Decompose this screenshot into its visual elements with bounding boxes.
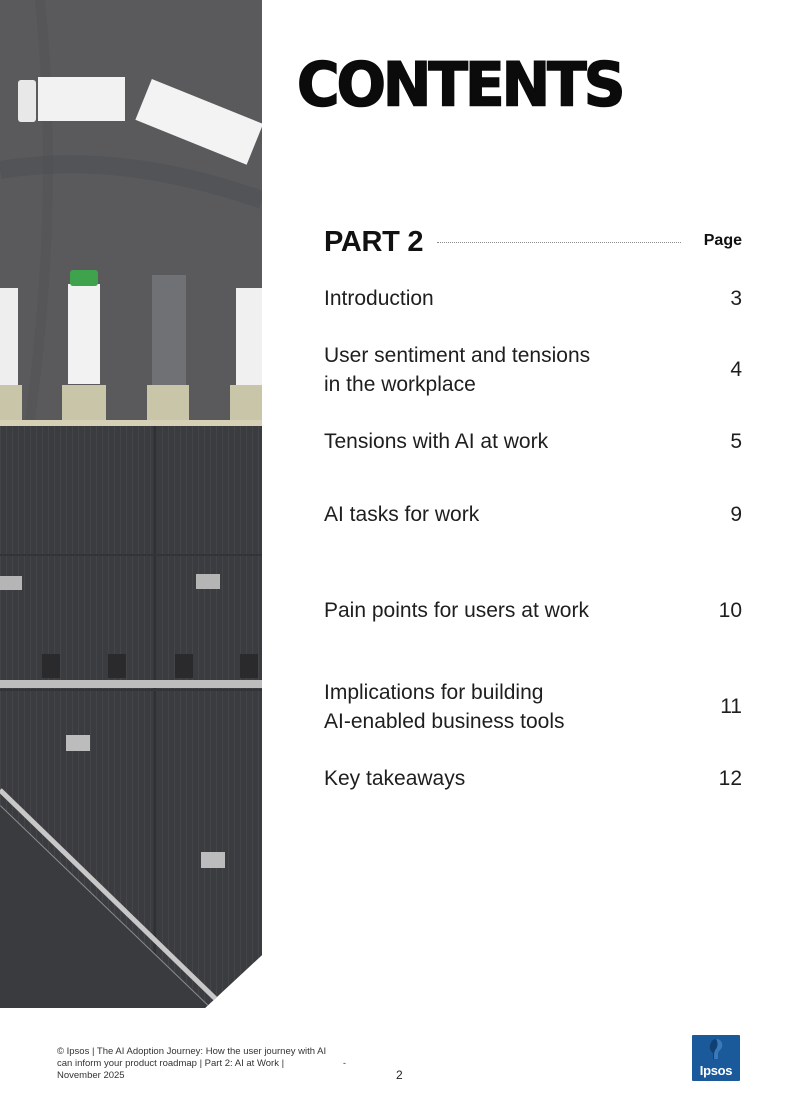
footer-text: © Ipsos | The AI Adoption Journey: How t… [57,1046,327,1081]
toc-item-page: 4 [730,358,742,381]
toc-item-page: 9 [730,503,742,526]
page-column-label: Page [703,232,742,249]
toc-item-label: Tensions with AI at work [324,430,549,453]
toc-item-label: Pain points for users at work [324,599,589,622]
page-number: 2 [396,1068,403,1082]
toc-item-page: 10 [718,599,742,622]
toc-item-page: 5 [730,430,742,453]
toc-item-label: Introduction [324,287,434,310]
toc-item-introduction[interactable]: Introduction 3 [324,284,744,314]
toc-item-implications[interactable]: Implications for building AI-enabled bus… [324,678,744,736]
dotted-leader [437,242,681,243]
ipsos-logo: Ipsos [692,1035,740,1081]
toc-item-page: 3 [730,287,742,310]
toc-item-label: User sentiment and tensions in the workp… [324,344,591,396]
aerial-warehouse-photo [0,0,262,1008]
toc-item-key-takeaways[interactable]: Key takeaways 12 [324,764,744,794]
part-label: PART 2 [324,226,424,258]
truck-top-left [18,77,125,122]
toc-item-page: 11 [720,695,742,718]
toc-header: PART 2 Page [324,222,744,262]
page-title: CONTENTS [296,48,626,121]
ipsos-head-icon [709,1039,723,1059]
toc-item-ai-tasks[interactable]: AI tasks for work 9 [324,500,744,530]
toc-item-user-sentiment[interactable]: User sentiment and tensions in the workp… [324,341,744,399]
toc-item-label: Implications for building AI-enabled bus… [324,681,565,733]
toc-item-tensions[interactable]: Tensions with AI at work 5 [324,427,744,457]
logo-wordmark: Ipsos [699,1063,733,1078]
footer-separator: - [343,1058,346,1068]
toc-item-label: AI tasks for work [324,503,480,526]
toc-item-label: Key takeaways [324,767,466,790]
toc-item-page: 12 [718,767,742,790]
toc-item-pain-points[interactable]: Pain points for users at work 10 [324,596,744,626]
